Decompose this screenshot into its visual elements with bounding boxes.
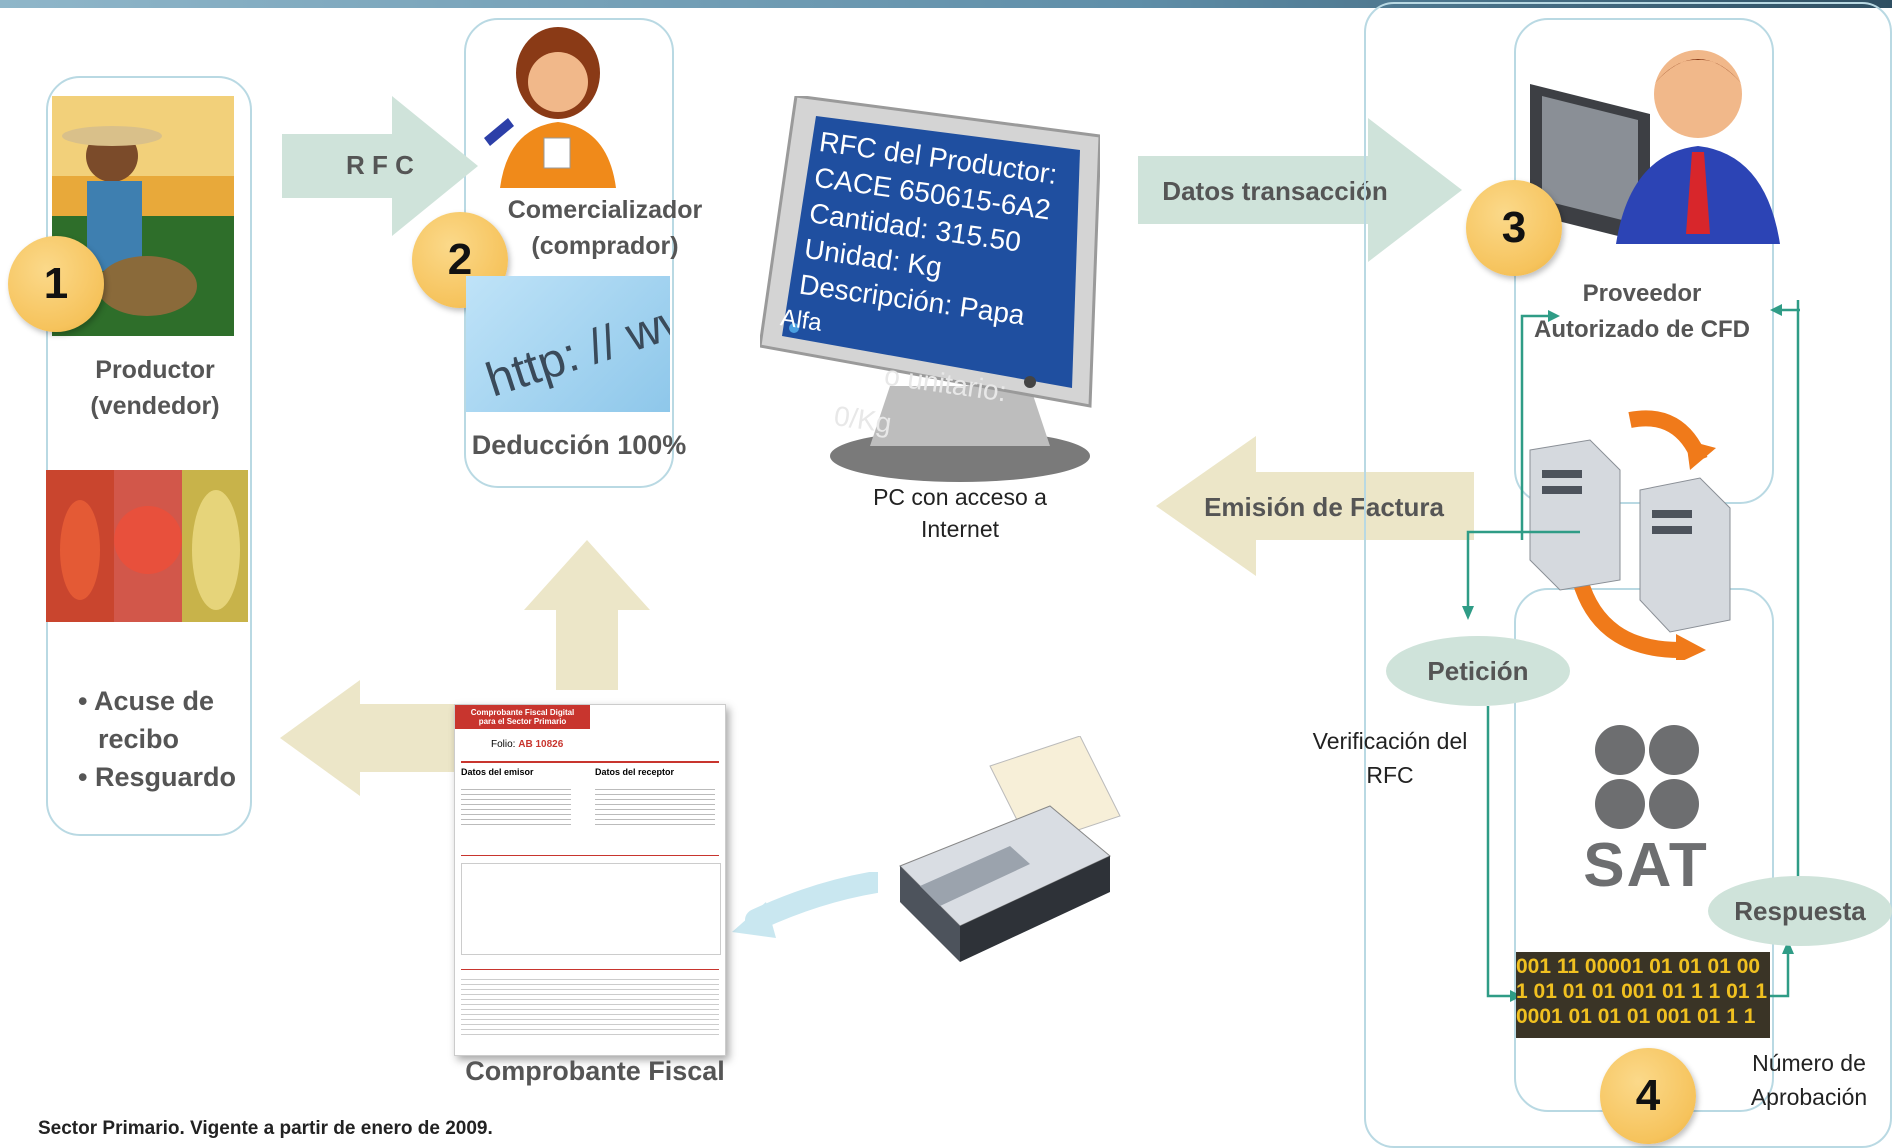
pc-caption-line2: Internet [921,516,999,542]
deduccion-label: Deducción 100% [471,430,687,460]
rfc-arrow [282,96,478,236]
pc-caption-line1: PC con acceso a [873,484,1047,510]
proveedor-arrowhead [1770,304,1800,316]
url-browser-image: http: // www [466,276,670,412]
binary-line-1: 001 11 00001 01 01 01 00 [1516,955,1761,978]
acuse-bullet-line1: • Acuse de [78,686,215,716]
farmer-photo [52,96,234,336]
step-4-badge: 4 [1600,1048,1696,1144]
left-arrow-to-productor [280,680,460,796]
peticion-oval: Petición [1386,636,1570,706]
doc-title-line2: para el Sector Primario [478,717,567,726]
servers-icon [1529,410,1731,660]
comprobante-document: Comprobante Fiscal Digital para el Secto… [454,704,726,1056]
comercializador-label-line2: (comprador) [531,232,679,260]
sat-logo-text: SAT [1583,831,1709,900]
sat-logo-mark [1595,725,1699,829]
buyer-person-icon [484,27,616,188]
doc-title-line1: Comprobante Fiscal Digital [470,708,575,717]
vegetables-photo [46,470,248,622]
proveedor-label-line2: Autorizado de CFD [1534,316,1750,343]
respuesta-oval: Respuesta [1708,876,1892,946]
pc-monitor [760,96,1100,482]
folio-value: AB 10826 [518,739,564,750]
acuse-bullet-line2: recibo [98,724,180,754]
productor-panel [46,76,252,836]
verificacion-label-line1: Verificación del [1312,728,1468,754]
productor-label-line1: Productor [95,356,215,384]
emision-factura-arrow [1156,436,1474,576]
step-3-badge: 3 [1466,180,1562,276]
top-banner-bar [0,0,1892,8]
binary-line-2: 1 01 01 01 001 01 1 1 01 1 [1516,980,1768,1003]
printer-to-document-arrow [732,872,878,938]
step-1-badge: 1 [8,236,104,332]
folio-label: Folio: [491,739,516,750]
pc-screen-text: RFC del Productor: CACE 650615-6A2 Canti… [779,124,1059,371]
comercializador-label-line1: Comercializador [507,196,703,224]
proveedor-label-line1: Proveedor [1582,280,1702,307]
numero-label-line2: Aprobación [1750,1084,1868,1110]
emision-factura-label: Emisión de Factura [1204,492,1444,522]
verificacion-label-line2: RFC [1366,762,1414,788]
footer-note: Sector Primario. Vigente a partir de ene… [38,1118,493,1139]
datos-transaccion-label: Datos transacción [1162,176,1388,206]
rfc-arrow-label: R F C [346,150,414,180]
doc-emisor-heading: Datos del emisor [461,767,534,777]
numero-label-line1: Número de [1752,1050,1866,1076]
up-arrow-to-comercializador [524,540,650,690]
resguardo-bullet: • Resguardo [78,762,236,792]
binary-code-block: 001 11 00001 01 01 01 00 1 01 01 01 001 … [1516,952,1770,1038]
productor-label-line2: (vendedor) [90,392,220,420]
binary-line-3: 0001 01 01 01 001 01 1 1 [1516,1005,1756,1028]
connector-lines [1462,300,1800,1002]
url-text: http: // www [479,279,670,408]
doc-receptor-heading: Datos del receptor [595,767,675,777]
comprobante-caption: Comprobante Fiscal [465,1056,725,1086]
provider-person-icon [1530,50,1780,244]
printer-icon [899,736,1121,962]
datos-transaccion-arrow [1138,118,1462,262]
